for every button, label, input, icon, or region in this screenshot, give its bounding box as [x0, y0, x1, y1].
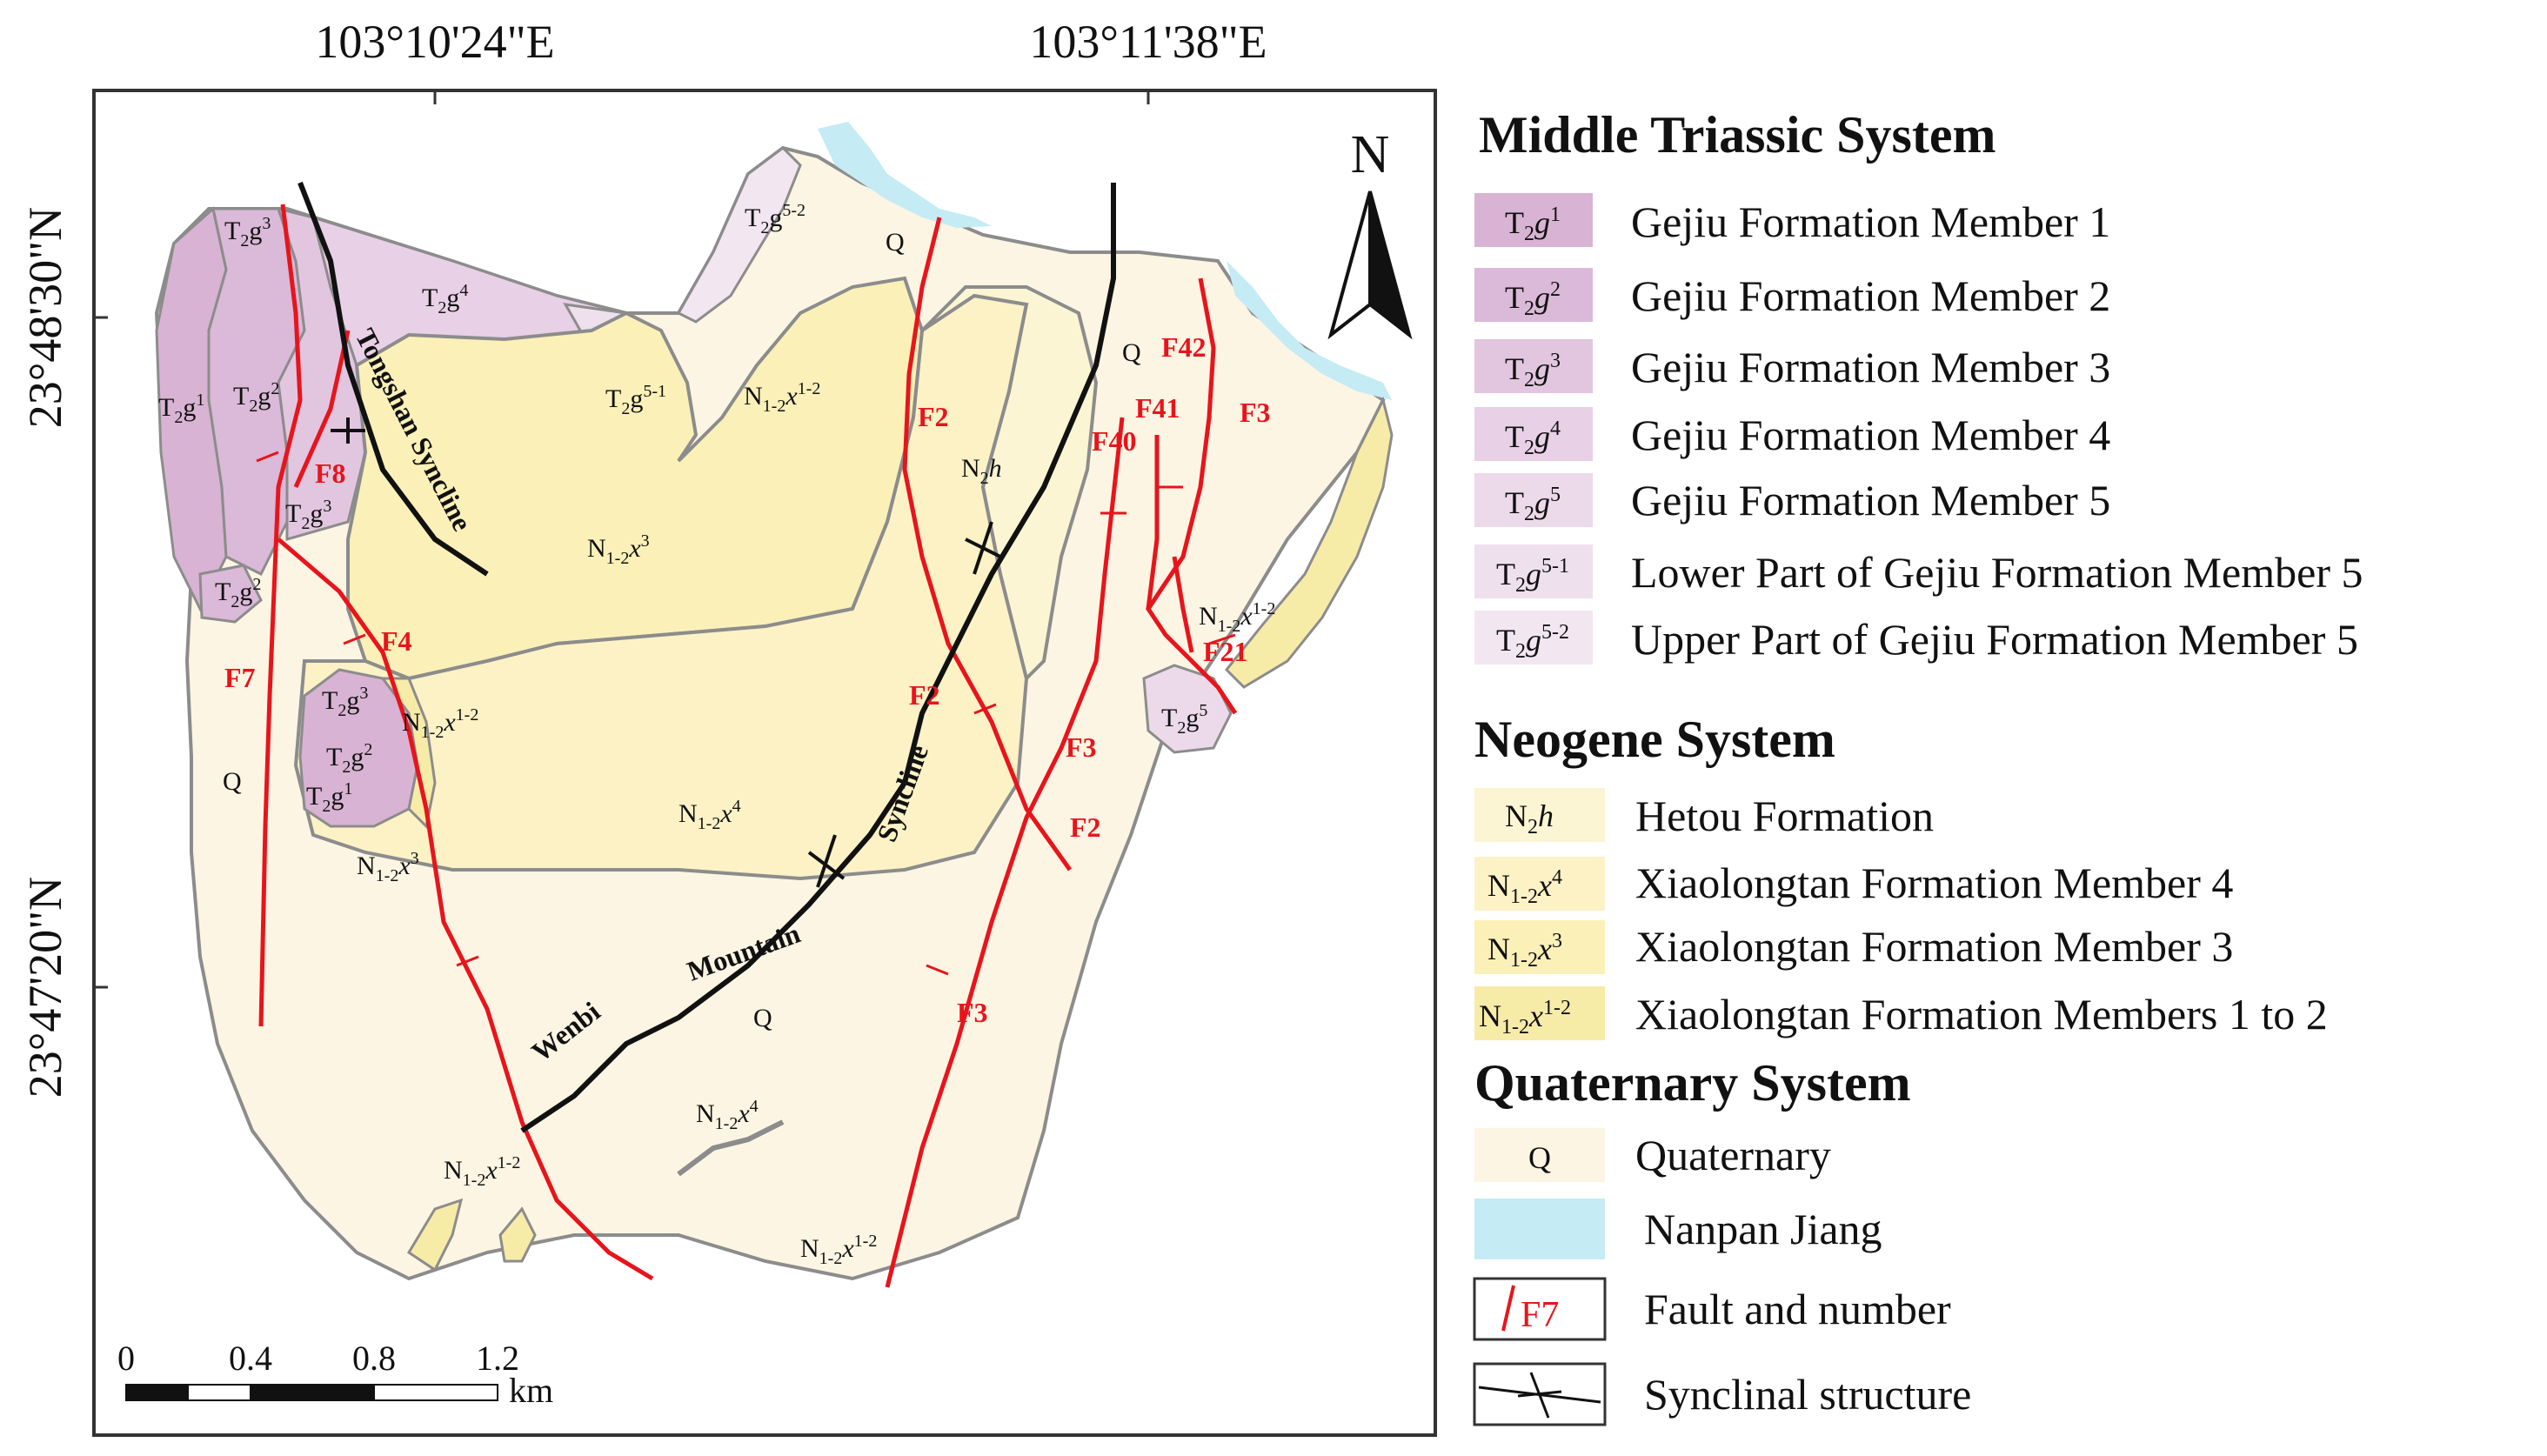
latitude-label-1: 23°48'30"N — [19, 207, 71, 428]
legend-item-t2g51: T2g5-1 Lower Part of Gejiu Formation Mem… — [1474, 544, 2363, 598]
t2g5-right — [1142, 664, 1233, 754]
legend-label-n12x4: Xiaolongtan Formation Member 4 — [1635, 858, 2233, 907]
legend-label-t2g3: Gejiu Formation Member 3 — [1631, 343, 2110, 391]
scale-unit: km — [509, 1371, 553, 1410]
legend-label-t2g5: Gejiu Formation Member 5 — [1631, 476, 2110, 524]
legend-label-t2g4: Gejiu Formation Member 4 — [1631, 411, 2110, 459]
north-arrow: N — [1327, 125, 1413, 340]
legend-item-t2g52: T2g5-2 Upper Part of Gejiu Formation Mem… — [1474, 611, 2358, 665]
legend-symbol-fault: F7 — [1521, 1295, 1559, 1335]
svg-text:N1-2x1-2: N1-2x1-2 — [744, 379, 820, 416]
legend-item-n12x3: N1-2x3 Xiaolongtan Formation Member 3 — [1474, 920, 2233, 974]
scale-tick-0: 0 — [117, 1339, 135, 1378]
n12x4-stream — [677, 1119, 785, 1177]
legend-item-t2g1: T2g1 Gejiu Formation Member 1 — [1474, 193, 2110, 247]
legend-label-fault: Fault and number — [1644, 1285, 1951, 1333]
legend-item-syncline: Synclinal structure — [1473, 1362, 1971, 1426]
legend-label-quaternary: Quaternary — [1635, 1131, 1831, 1179]
fault-label-f41: F41 — [1135, 392, 1180, 424]
svg-text:T2g1: T2g1 — [1505, 204, 1561, 245]
unit-labels: T2g3 T2g1 T2g2 T2g3 T2g2 T2g4 T2g5-1 T2g… — [158, 201, 1275, 1268]
fault-label-f3-b: F3 — [957, 997, 988, 1028]
legend-label-n2h: Hetou Formation — [1635, 791, 1934, 840]
scale-tick-04: 0.4 — [229, 1339, 272, 1378]
fault-label-f3-c: F3 — [1240, 397, 1271, 428]
north-label: N — [1351, 125, 1390, 184]
scale-tick-08: 0.8 — [352, 1339, 396, 1378]
legend-label-syncline: Synclinal structure — [1644, 1370, 1971, 1419]
svg-text:N1-2x4: N1-2x4 — [696, 1097, 759, 1133]
svg-text:T2g5-1: T2g5-1 — [605, 382, 666, 418]
legend-label-nanpan-jiang: Nanpan Jiang — [1644, 1205, 1882, 1253]
legend-heading-neogene: Neogene System — [1474, 711, 1835, 768]
frame-ticks — [94, 90, 1150, 989]
scale-tick-12: 1.2 — [476, 1339, 519, 1378]
fault-label-f8: F8 — [315, 458, 346, 489]
fault-label-f2-b: F2 — [909, 679, 940, 711]
n12x12-patch-1 — [406, 1198, 464, 1272]
quaternary-label-center: Q — [753, 1004, 772, 1032]
fault-label-f7: F7 — [224, 662, 256, 693]
legend-heading-quaternary: Quaternary System — [1474, 1054, 1911, 1112]
t2g52-top — [676, 146, 802, 324]
fault-labels: F8 F4 F7 F2 F2 F2 F3 F3 F3 F40 F41 F42 F… — [224, 331, 1271, 1028]
legend-item-t2g4: T2g4 Gejiu Formation Member 4 — [1474, 407, 2110, 461]
legend-item-nanpan-jiang: Nanpan Jiang — [1474, 1199, 1882, 1259]
nanpan-jiang-river — [818, 122, 1392, 400]
fault-label-f21: F21 — [1203, 636, 1248, 667]
n12x12-patch-2 — [498, 1206, 537, 1263]
legend-heading-middle-triassic: Middle Triassic System — [1479, 106, 1995, 164]
longitude-label-1: 103°10'24"E — [315, 16, 554, 68]
quaternary-label-left: Q — [223, 767, 242, 796]
legend: Middle Triassic System T2g1 Gejiu Format… — [1473, 106, 2363, 1426]
t2g2-small — [198, 564, 263, 624]
latitude-label-2: 23°47'20"N — [19, 877, 71, 1098]
synclines — [297, 181, 1116, 1133]
legend-label-t2g51: Lower Part of Gejiu Formation Member 5 — [1631, 548, 2363, 597]
legend-item-t2g3: T2g3 Gejiu Formation Member 3 — [1474, 339, 2110, 393]
legend-symbol-q: Q — [1528, 1140, 1551, 1175]
quaternary-label-right: Q — [1122, 338, 1141, 367]
fault-label-f4: F4 — [381, 625, 412, 657]
svg-text:N1-2x1-2: N1-2x1-2 — [1199, 599, 1275, 636]
svg-text:N1-2x1-2: N1-2x1-2 — [402, 705, 478, 742]
fault-label-f2-c: F2 — [1070, 811, 1101, 843]
longitude-label-2: 103°11'38"E — [1029, 16, 1267, 68]
legend-item-t2g2: T2g2 Gejiu Formation Member 2 — [1474, 268, 2110, 322]
quaternary-label-top: Q — [886, 228, 905, 257]
fault-label-f42: F42 — [1161, 331, 1207, 363]
legend-label-n12x12: Xiaolongtan Formation Members 1 to 2 — [1635, 990, 2328, 1039]
legend-item-n2h: N2h Hetou Formation — [1474, 788, 1934, 842]
legend-label-t2g1: Gejiu Formation Member 1 — [1631, 197, 2110, 246]
n12x12-right-band — [1224, 396, 1394, 689]
legend-label-t2g2: Gejiu Formation Member 2 — [1631, 271, 2110, 320]
fault-label-f2-a: F2 — [918, 401, 949, 432]
fault-label-f40: F40 — [1092, 425, 1137, 457]
legend-item-quaternary: Q Quaternary — [1474, 1128, 1831, 1182]
faults — [258, 204, 1238, 1288]
scale-bar: 0 0.4 0.8 1.2 km — [117, 1339, 553, 1410]
legend-item-n12x12: N1-2x1-2 Xiaolongtan Formation Members 1… — [1474, 986, 2328, 1040]
n2h-unit — [920, 285, 1099, 682]
legend-item-n12x4: N1-2x4 Xiaolongtan Formation Member 4 — [1474, 857, 2233, 911]
fault-label-f3-a: F3 — [1066, 731, 1097, 763]
legend-item-t2g5: T2g5 Gejiu Formation Member 5 — [1474, 473, 2110, 527]
legend-item-fault: F7 Fault and number — [1473, 1277, 1951, 1341]
legend-label-n12x3: Xiaolongtan Formation Member 3 — [1635, 922, 2233, 971]
fault-arrows — [256, 451, 1236, 976]
syncline-symbols — [331, 417, 1001, 888]
legend-label-t2g52: Upper Part of Gejiu Formation Member 5 — [1631, 615, 2358, 664]
